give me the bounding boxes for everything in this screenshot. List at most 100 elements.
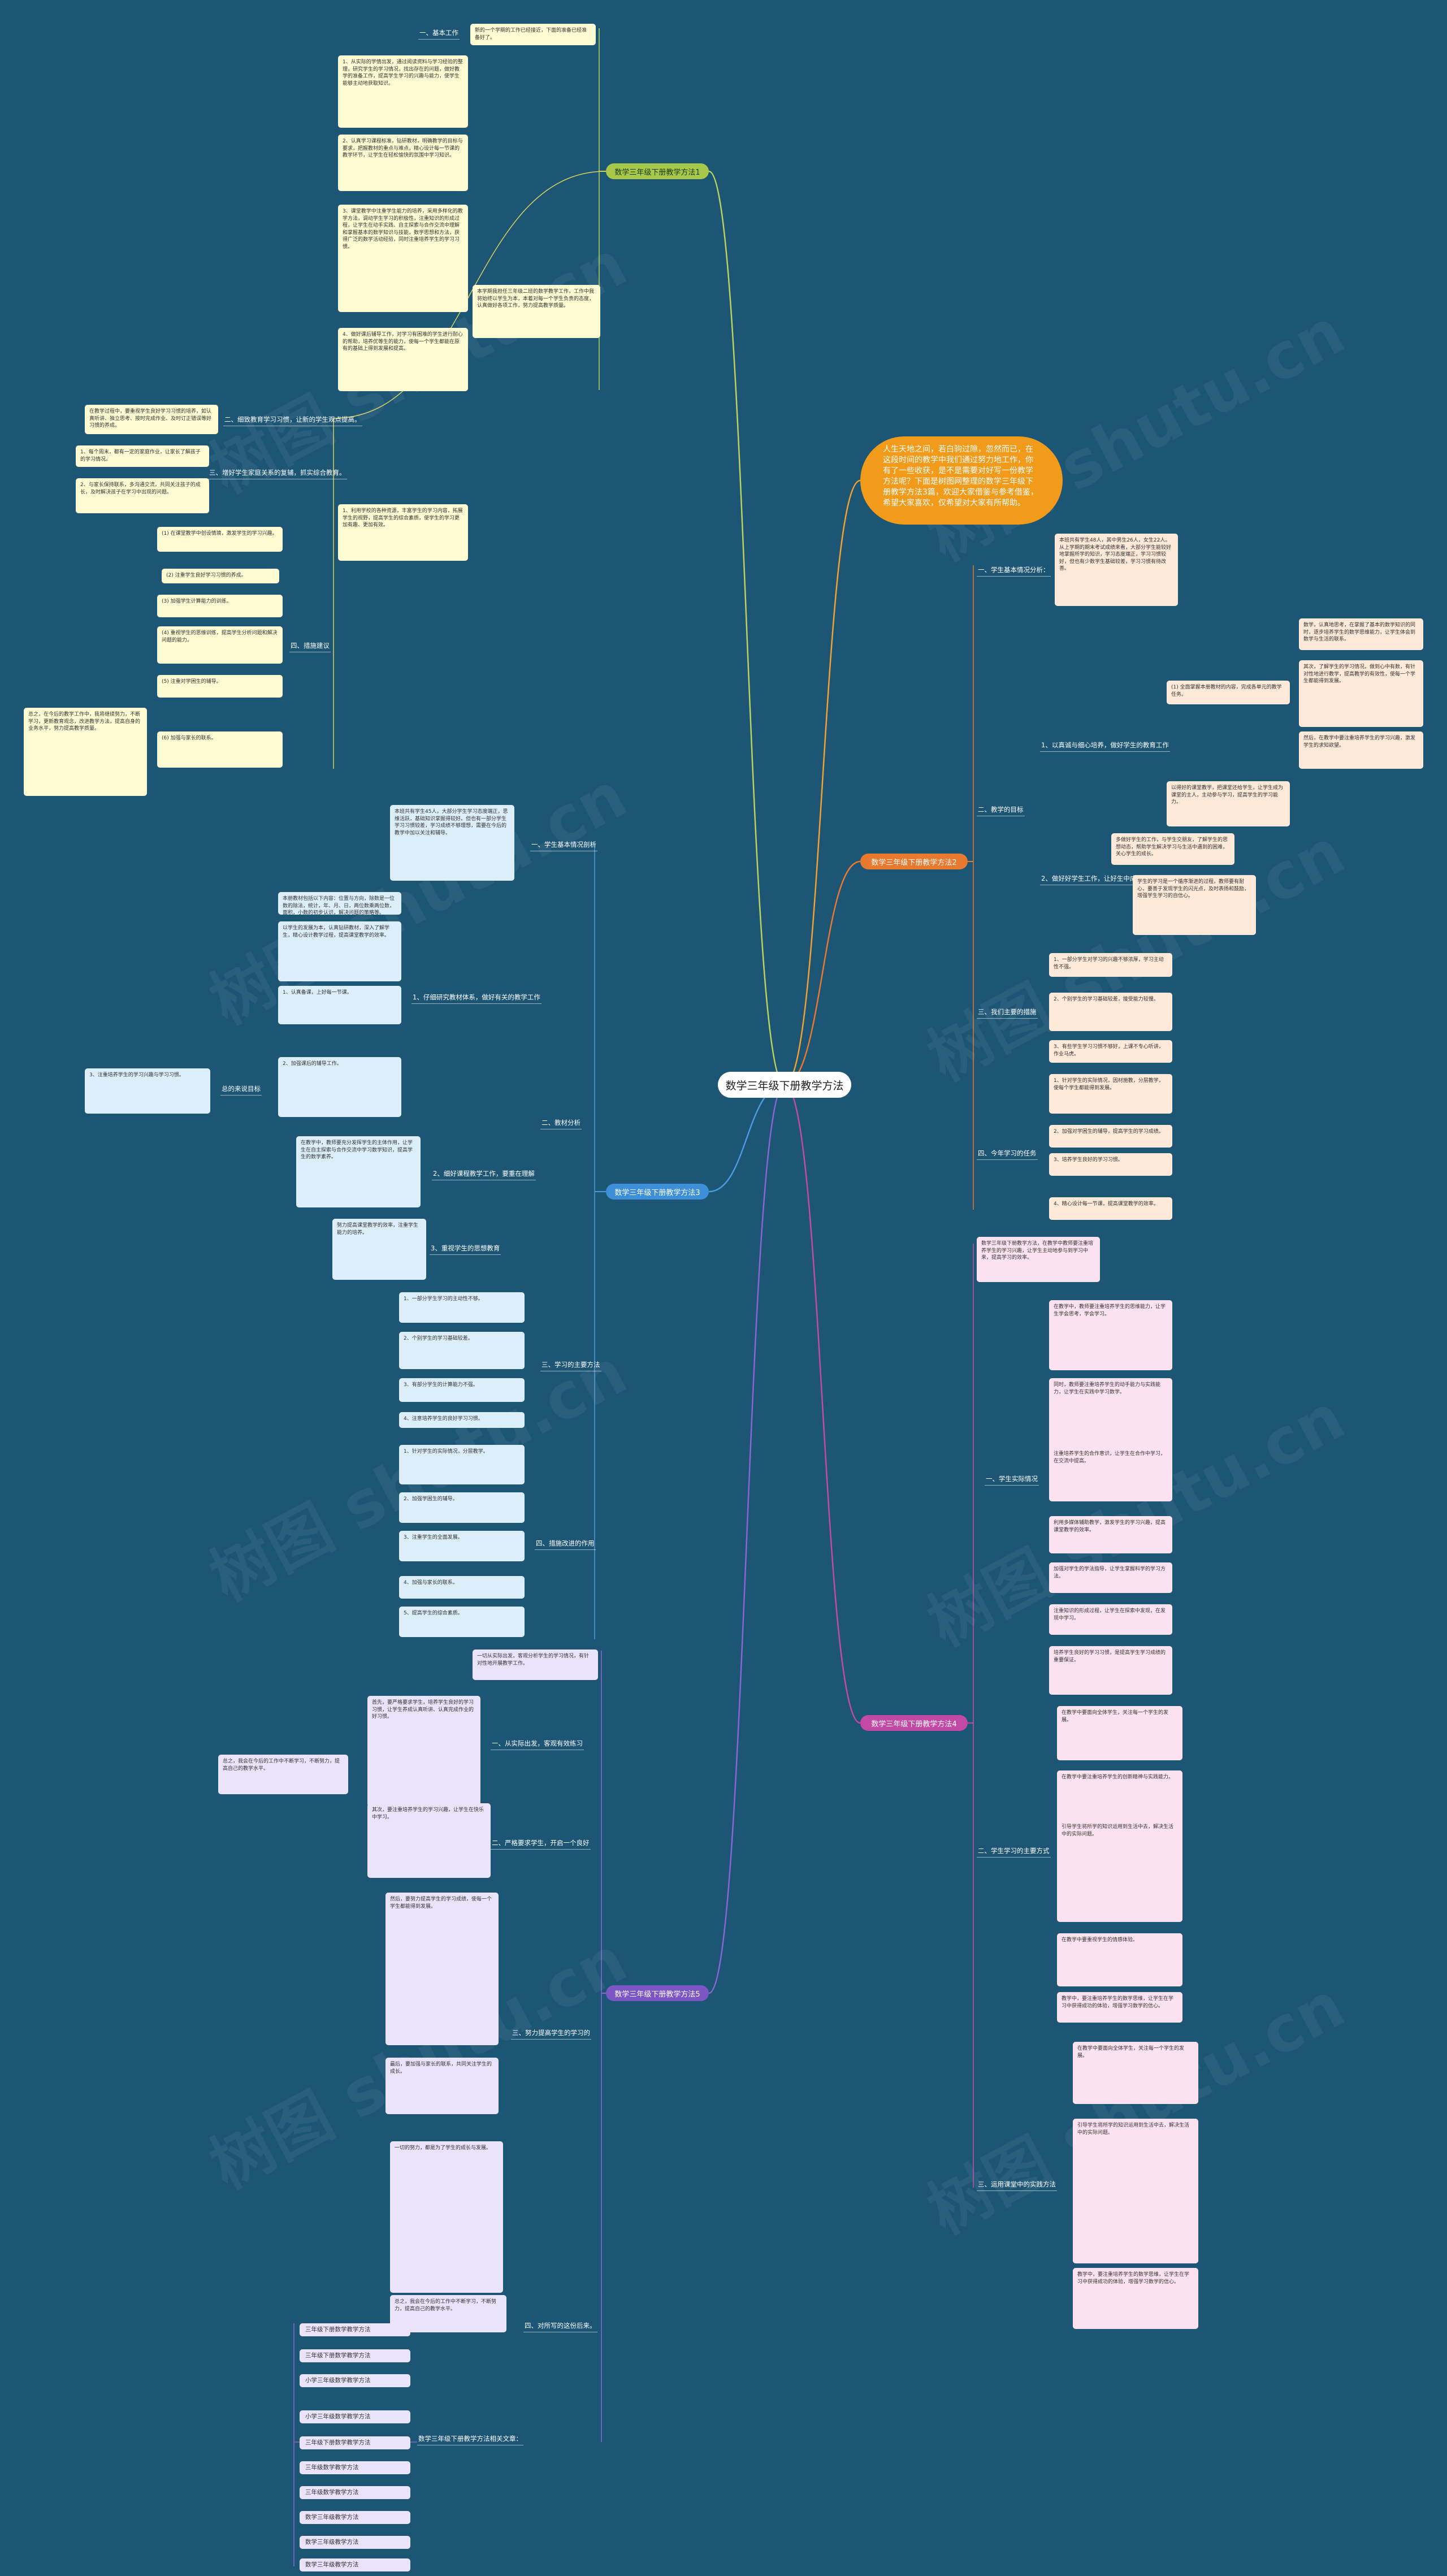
b1-card: (1) 在课堂教学中创设情境，激发学生的学习兴趣。 [157,527,283,552]
related-link[interactable]: 数学三年级教学方法 [300,2511,410,2524]
connector-curve [708,1084,785,1193]
b2-card: (1) 全面掌握本册教材的内容，完成各单元的教学任务。 [1167,681,1290,704]
b2-card: 其次，了解学生的学习情况，做到心中有数，有针对性地进行教学，提高教学的有效性，使… [1299,660,1423,727]
b3-card: 以学生的发展为本，认真钻研教材，深入了解学生，精心设计教学过程，提高课堂教学的效… [278,921,401,981]
b3-card: 4、加强与家长的联系。 [399,1576,525,1599]
b4-card: 加强对学生的学法指导，让学生掌握科学的学习方法。 [1049,1562,1172,1593]
b1-three-label[interactable]: 三、增好学生家庭关系的复辅，抓实综合教育。 [208,468,347,479]
connector-curve [784,1084,861,1724]
b1-card: (3) 加强学生计算能力的训练。 [157,595,283,617]
b3-card: 1、一部分学生学习的主动性不够。 [399,1292,525,1323]
b2-current-label[interactable]: 一、学生基本情况分析： [977,565,1051,577]
connector-curve [708,170,785,1086]
b2-card: 3、有些学生学习习惯不够好，上课不专心听讲，作业马虎。 [1049,1040,1172,1063]
b3-card: 5、提高学生的综合素质。 [399,1607,525,1637]
b4-card: 在教学中要面向全体学生，关注每一个学生的发展。 [1057,1706,1182,1760]
related-link[interactable]: 小学三年级数学教学方法 [300,2410,410,2423]
b3-note-label[interactable]: 总的来说目标 [220,1084,262,1096]
b1-card: 总之，在今后的教学工作中，我将继续努力，不断学习，更新教育观念，改进教学方法，提… [24,708,147,796]
b3-plan-label[interactable]: 四、措施改进的作用 [535,1539,596,1550]
b3-basic-label[interactable]: 一、学生基本情况剖析 [530,840,597,851]
b1-card: (2) 注重学生良好学习习惯的养成。 [162,569,279,583]
related-link[interactable]: 三年级数学教学方法 [300,2461,410,2474]
branch-method-5[interactable]: 数学三年级下册教学方法5 [606,1985,709,2001]
b2-goal-2-label[interactable]: 2、做好好学生工作，让好生中成长 [1040,874,1144,885]
b1-measures-label[interactable]: 四、措施建议 [289,641,331,652]
connector-curve [333,171,606,419]
b2-goal-1-label[interactable]: 1、以真诚与细心培养，做好学生的教育工作 [1040,741,1170,752]
b5-one-label[interactable]: 一、从实际出发，客观有效练习 [491,1739,584,1750]
b4-card: 在教学中要面向全体学生，关注每一个学生的发展。 [1073,2042,1198,2104]
b5-three-label[interactable]: 三、努力提高学生的学习的 [511,2028,591,2040]
b4-card: 在教学中要注重培养学生的创新精神与实践能力。 [1057,1770,1182,1825]
b3-analysis-label[interactable]: 二、教材分析 [540,1118,582,1129]
b1-card: 2、与家长保持联系，多沟通交流，共同关注孩子的成长，及时解决孩子在学习中出现的问… [76,478,209,513]
b2-card: 1、一部分学生对学习的兴趣不够浓厚，学习主动性不强。 [1049,953,1172,977]
b3-goal-3-label[interactable]: 3、重视学生的思想教育 [430,1244,501,1255]
b1-card: 新的一个学期的工作已经接近，下面的准备已经准备好了。 [470,24,596,45]
b2-card: 本班共有学生48人，其中男生26人，女生22人。从上学期的期末考试成绩来看，大部… [1055,534,1178,606]
b5-two-label[interactable]: 二、严格要求学生，开启一个良好 [491,1838,591,1850]
b4-card: 教学中，要注重培养学生的数学思维，让学生在学习中获得成功的体验，增强学习数学的信… [1073,2268,1198,2329]
b5-card: 总之，我会在今后的工作中不断学习，不断努力，提高自己的教学水平。 [218,1755,348,1794]
b2-card: 多做好学生的工作，与学生交朋友，了解学生的思想动态，帮助学生解决学习与生活中遇到… [1111,833,1234,865]
b3-card: 3、有部分学生的计算能力不强。 [399,1378,525,1402]
b1-care-label[interactable]: 二、细致教育学习习惯，让新的学生观点提高。 [223,415,362,426]
b2-card: 2、加强对学困生的辅导，提高学生的学习成绩。 [1049,1125,1172,1148]
b4-measure-label[interactable]: 二、学生学习的主要方式 [977,1846,1051,1858]
b3-measure-label[interactable]: 三、学习的主要方法 [540,1360,601,1371]
b2-card: 以得好的课堂教学，把课堂还给学生，让学生成为课堂的主人，主动参与学习，提高学生的… [1167,781,1290,826]
related-link[interactable]: 三年级下册数学教学方法 [300,2436,410,2449]
b2-plan-label[interactable]: 四、今年学习的任务 [977,1149,1038,1160]
related-link[interactable]: 数学三年级教学方法 [300,2536,410,2549]
b2-goal-label[interactable]: 二、教学的目标 [977,805,1025,816]
b2-measure-label[interactable]: 三、我们主要的措施 [977,1007,1038,1019]
b4-card: 教学中，要注重培养学生的数学思维，让学生在学习中获得成功的体验，增强学习数学的信… [1057,1992,1182,2023]
b4-card: 利用多媒体辅助教学，激发学生的学习兴趣，提高课堂教学的效率。 [1049,1516,1172,1553]
b2-card: 1、针对学生的实际情况，因材施教，分层教学，使每个学生都能得到发展。 [1049,1074,1172,1114]
related-link[interactable]: 数学三年级教学方法 [300,2558,410,2571]
related-link[interactable]: 小学三年级数学教学方法 [300,2374,410,2387]
b1-card: 1、从实际的学情出发，通过阅读资料与学习经验的整理，研究学生的学习情况，找出存在… [338,55,468,128]
branch-method-1[interactable]: 数学三年级下册教学方法1 [606,163,709,179]
b2-card: 数学，认真地思考，在掌握了基本的数学知识的同时，逐步培养学生的数学思维能力，让学… [1299,618,1423,650]
b1-card: 4、做好课后辅导工作，对学习有困难的学生进行耐心的帮助，培养优等生的能力，使每一… [338,328,468,391]
b4-card: 培养学生良好的学习习惯，是提高学生学习成绩的重要保证。 [1049,1646,1172,1695]
b2-card: 然后，在教学中要注重培养学生的学习兴趣，激发学生的求知欲望。 [1299,731,1423,769]
connector-curve [708,1084,785,1994]
b3-card: 本班共有学生45人，大部分学生学习态度端正，思维活跃，基础知识掌握得较好。但也有… [390,805,514,881]
b5-four-label[interactable]: 四、对所写的这份后来。 [523,2321,597,2332]
b2-card: 3、培养学生良好的学习习惯。 [1049,1153,1172,1176]
b1-card: 在教学过程中，要重视学生良好学习习惯的培养，如认真听讲、独立思考、按时完成作业、… [85,405,218,434]
b5-card: 最后，要加强与家长的联系，共同关注学生的成长。 [385,2058,499,2114]
b3-card: 4、注意培养学生的良好学习习惯。 [399,1412,525,1428]
b3-goal-2-label[interactable]: 2、细好课程教学工作，要重在理解 [432,1169,536,1180]
b5-links-label[interactable]: 数学三年级下册教学方法相关文章： [417,2434,523,2445]
b3-goal-1-label[interactable]: 1、仔细研究教材体系，做好有关的教学工作 [411,993,541,1004]
intro-summary: 人生天地之间，若白驹过隙，忽然而已，在这段时间的教学中我们通过努力地工作，你有了… [860,436,1063,525]
related-link[interactable]: 三年级下册数学教学方法 [300,2323,410,2336]
b4-card: 在教学中要重视学生的情感体验。 [1057,1933,1182,1986]
b1-card: (4) 重视学生的思维训练，提高学生分析问题和解决问题的能力。 [157,626,283,664]
branch-method-2[interactable]: 数学三年级下册教学方法2 [860,854,968,869]
branch-method-3[interactable]: 数学三年级下册教学方法3 [606,1184,709,1200]
b4-card: 同时，教师要注重培养学生的动手能力与实践能力，让学生在实践中学习数学。 [1049,1378,1172,1457]
b3-card: 努力提高课堂教学的效率，注重学生能力的培养。 [332,1219,426,1280]
b1-card: 2、认真学习课程标准，钻研教材，明确教学的目标与要求，把握教材的重点与难点，精心… [338,135,468,191]
related-link[interactable]: 三年级下册数学教学方法 [300,2349,410,2362]
b2-card: 学生的学习是一个循序渐进的过程，教师要有耐心，要善于发现学生的闪光点，及时表扬和… [1133,875,1256,935]
root-topic[interactable]: 数学三年级下册教学方法 [718,1072,851,1098]
related-link[interactable]: 三年级数学教学方法 [300,2486,410,2499]
b1-card: 本学期我担任三年级二班的数学教学工作，工作中我将始终以学生为本，本着对每一个学生… [473,285,600,338]
b3-card: 3、注重学生的全面发展。 [399,1531,525,1561]
b1-basic-label[interactable]: 一、基本工作 [418,28,460,40]
b5-card: 其次，要注重培养学生的学习兴趣，让学生在快乐中学习。 [367,1803,491,1878]
connector-curve [784,860,861,1086]
b3-card: 2、加强课后的辅导工作。 [278,1057,401,1117]
b4-analysis-label[interactable]: 一、学生实际情况 [985,1474,1039,1486]
branch-method-4[interactable]: 数学三年级下册教学方法4 [860,1715,968,1731]
b4-goal-label[interactable]: 三、运用课堂中的实践方法 [977,2180,1057,2191]
b1-card: 3、课堂教学中注重学生能力的培养，采用多样化的教学方法，调动学生学习的积极性，注… [338,205,468,312]
